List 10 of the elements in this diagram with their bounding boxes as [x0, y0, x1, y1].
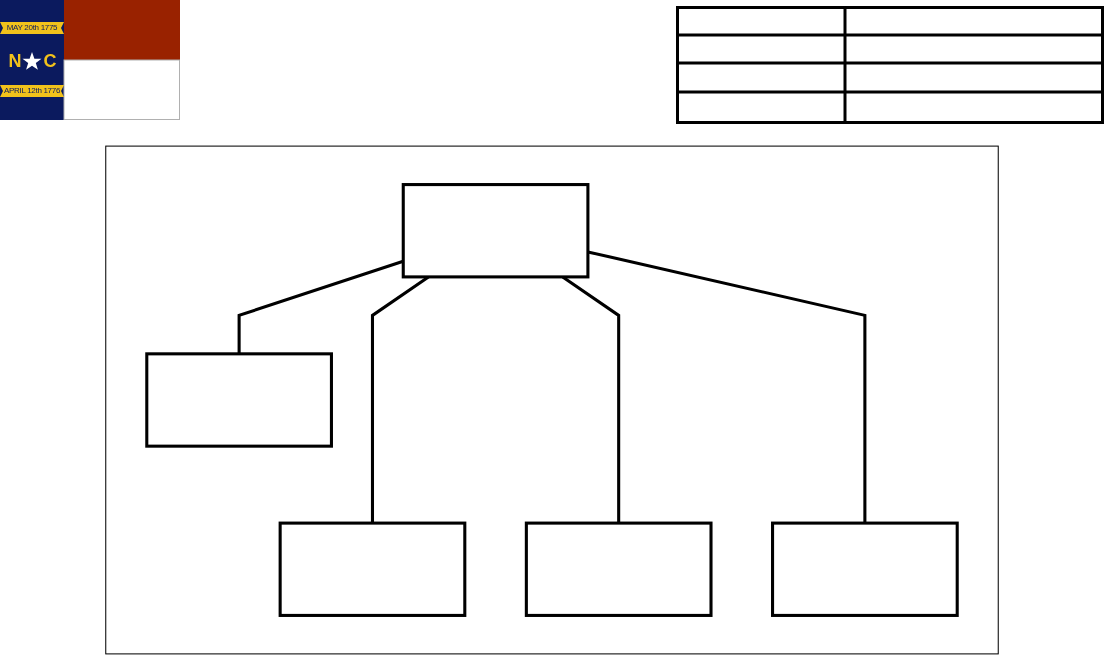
- flag-letter: N: [8, 52, 22, 70]
- flag-letter: C: [43, 52, 57, 70]
- node-box: [401, 183, 590, 279]
- node-box: [145, 352, 333, 448]
- flag-scroll-text: MAY 20th 1775: [6, 24, 58, 32]
- node-box: [278, 521, 467, 617]
- cluster: [105, 145, 999, 655]
- node-box: [771, 521, 959, 617]
- node-box: [524, 521, 713, 617]
- flag-scroll-text: APRIL 12th 1776: [3, 87, 61, 95]
